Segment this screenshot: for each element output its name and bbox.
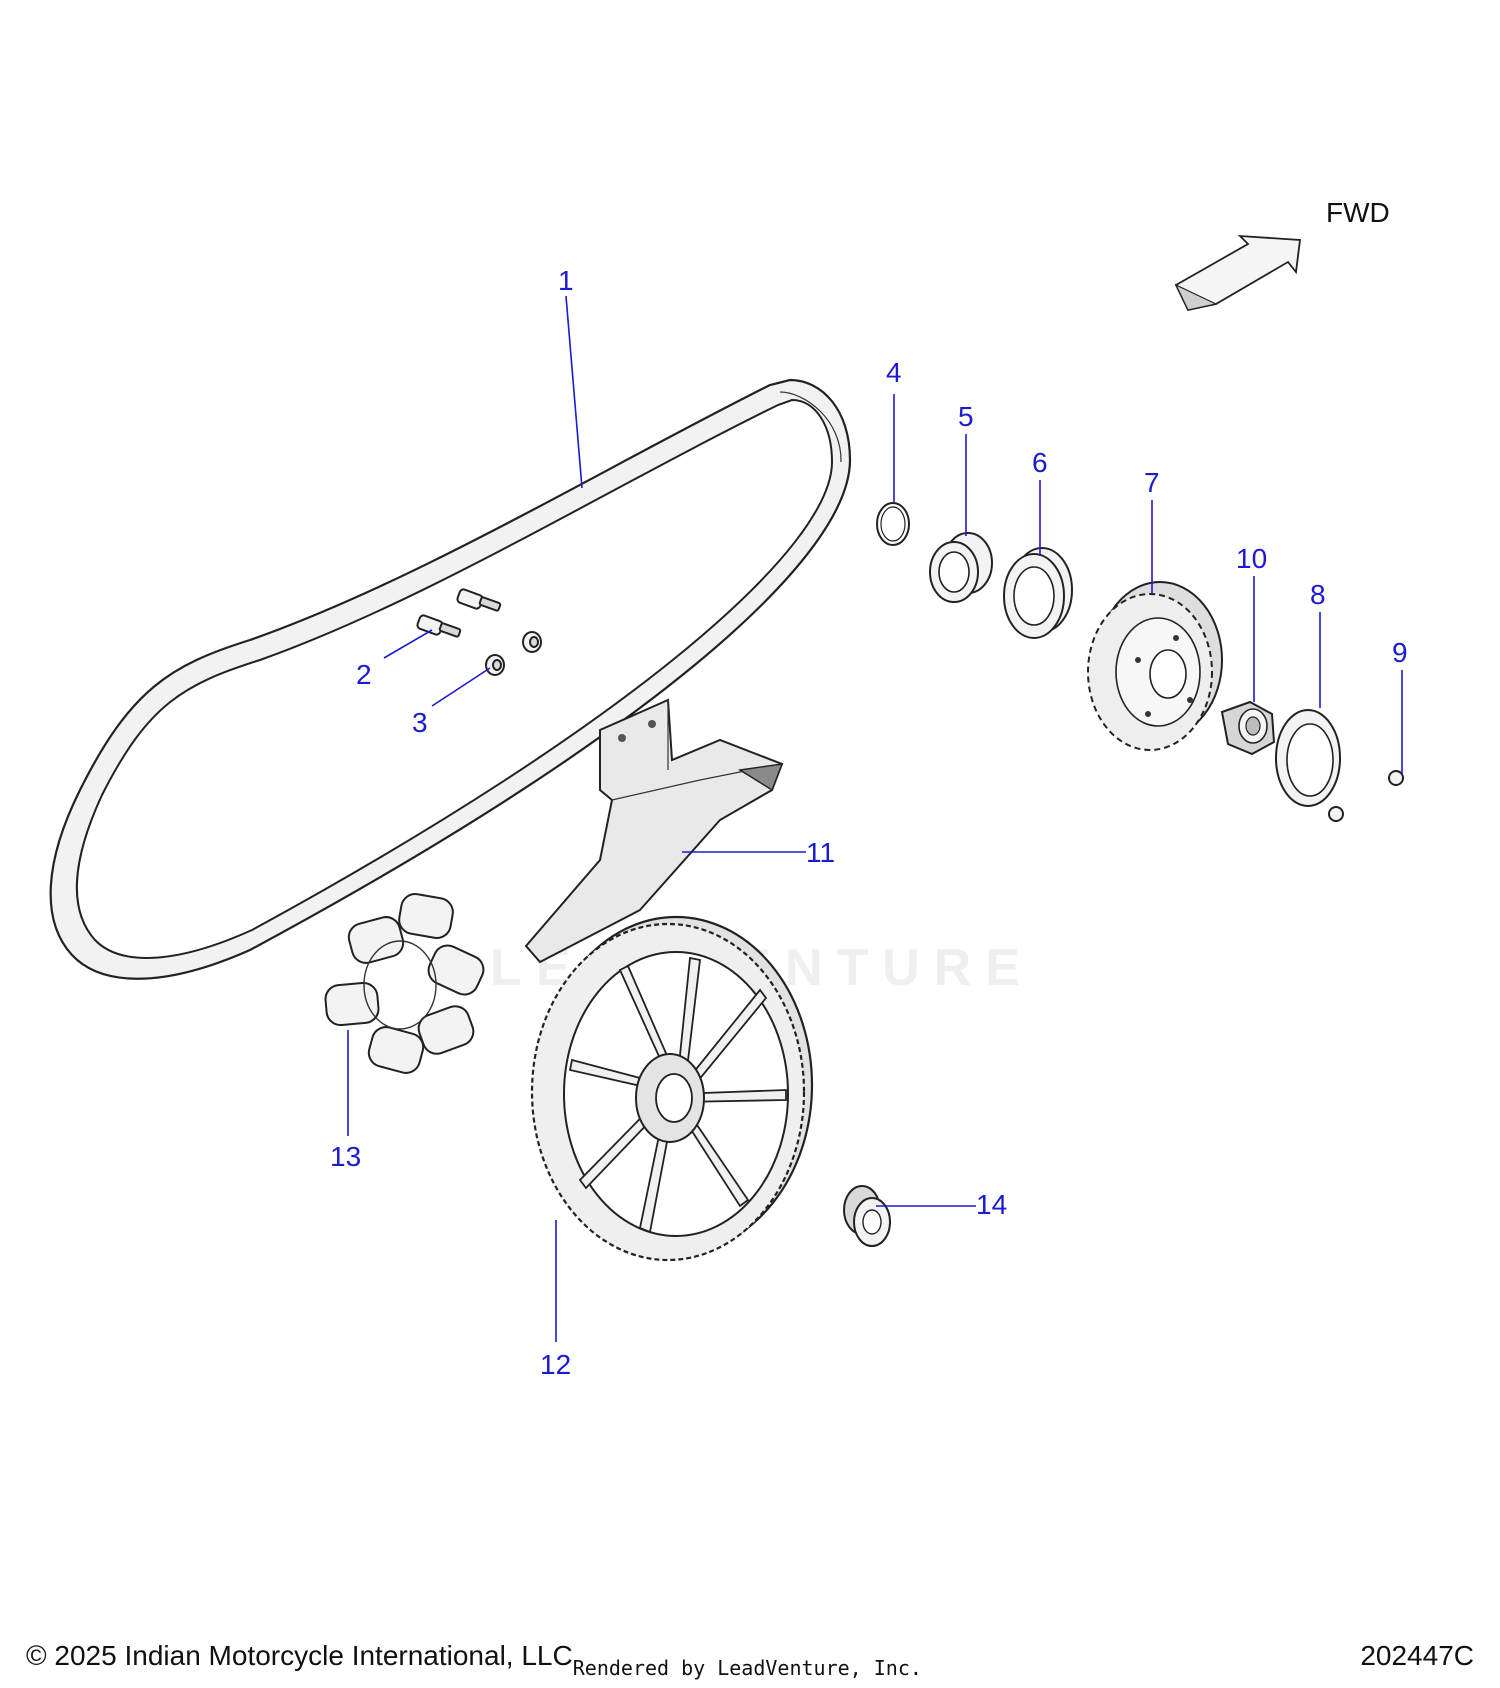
fwd-label: FWD (1326, 197, 1390, 228)
callout-13: 13 (330, 1141, 361, 1172)
rendered-by-text: Rendered by LeadVenture, Inc. (572, 1656, 922, 1680)
callout-14: 14 (976, 1189, 1007, 1220)
sprocket-nut (1220, 700, 1276, 756)
bearing (929, 532, 993, 603)
snap-ring (876, 502, 910, 546)
callout-2: 2 (356, 659, 372, 690)
callout-1: 1 (558, 265, 574, 296)
callouts: 1 2 3 4 5 6 7 8 9 10 11 12 13 14 (330, 265, 1408, 1380)
belt-guard (524, 698, 784, 964)
callout-6: 6 (1032, 447, 1048, 478)
spacer (843, 1185, 891, 1247)
callout-7: 7 (1144, 467, 1160, 498)
forward-arrow-icon (1174, 234, 1302, 312)
callout-9: 9 (1392, 637, 1408, 668)
lock-plate (1275, 709, 1341, 807)
callout-12: 12 (540, 1349, 571, 1380)
callout-10: 10 (1236, 543, 1267, 574)
nut-pair (485, 631, 542, 676)
callout-8: 8 (1310, 579, 1326, 610)
copyright-text: © 2025 Indian Motorcycle International, … (26, 1640, 573, 1671)
rear-pulley (530, 915, 814, 1262)
callout-11: 11 (806, 837, 835, 868)
callout-3: 3 (412, 707, 428, 738)
cush-drive-damper (324, 893, 485, 1074)
seal (1003, 547, 1073, 639)
drive-belt (49, 378, 852, 980)
footer-copyright: © 2025 Indian Motorcycle International, … (26, 1640, 922, 1680)
callout-5: 5 (958, 401, 974, 432)
screw-pair (1328, 770, 1404, 822)
front-sprocket (1087, 581, 1223, 751)
callout-4: 4 (886, 357, 902, 388)
leader-lines (347, 295, 1403, 1342)
bolt-pair (416, 588, 502, 638)
diagram-id: 202447C (1360, 1640, 1474, 1671)
